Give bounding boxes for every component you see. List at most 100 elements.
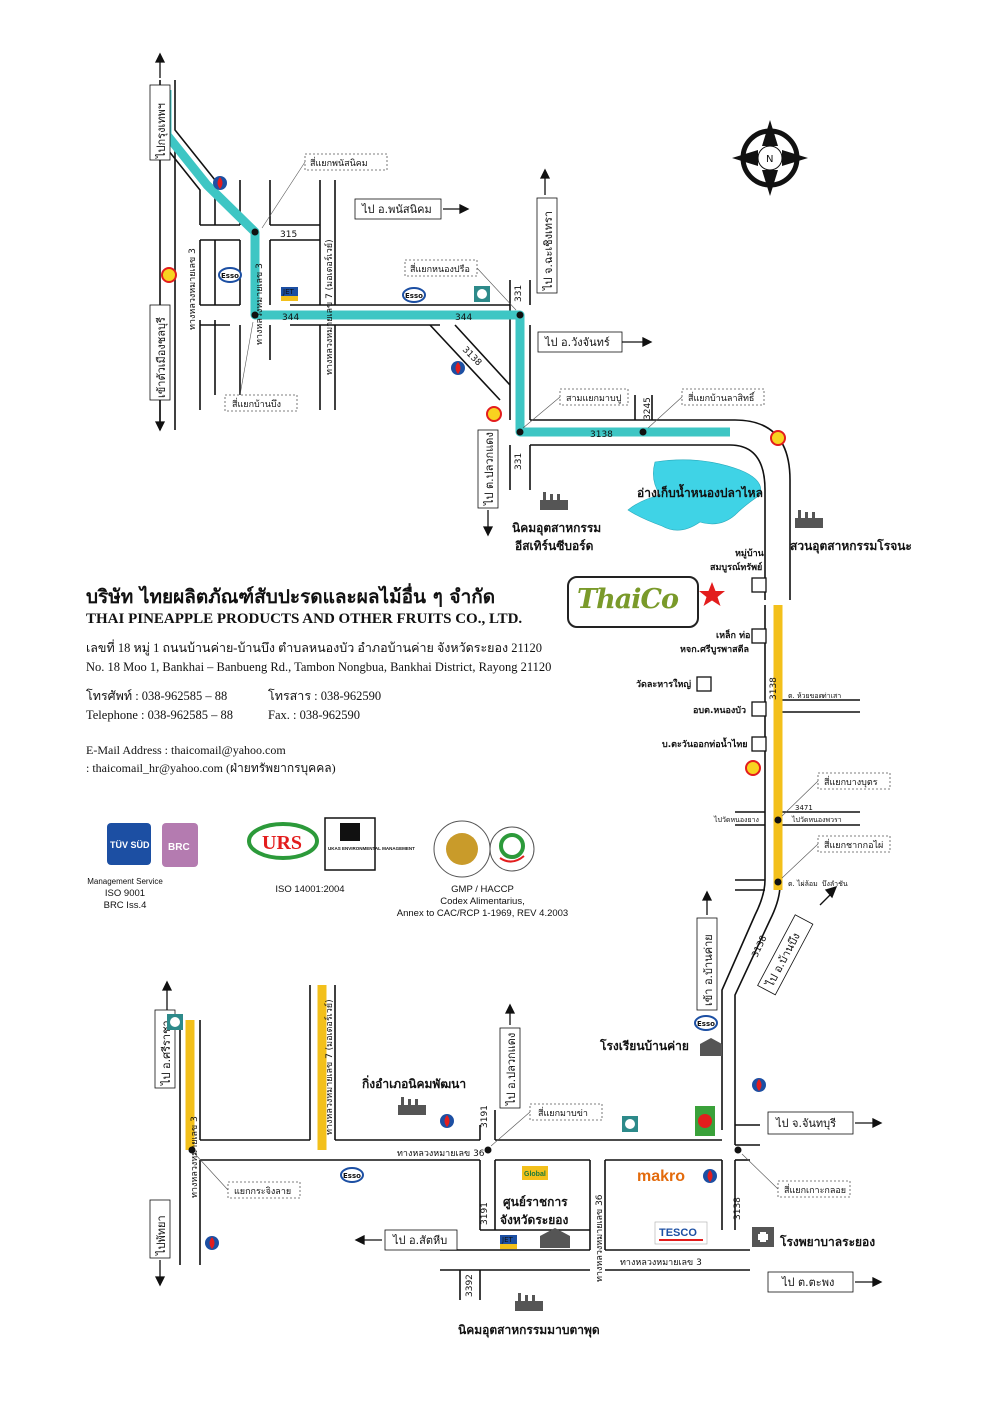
- junction-lasit: สี่แยกบ้านลาสิทธิ์: [688, 391, 756, 404]
- svg-text:JET: JET: [501, 1236, 513, 1244]
- contact-row-th: โทรศัพท์ : 038-962585 – 88 โทรสาร : 038-…: [86, 687, 646, 706]
- email-hr: : thaicomail_hr@yahoo.com (ฝ่ายทรัพยากรบ…: [86, 761, 336, 775]
- road-hw3-top: ทางหลวงหมายเลข 3: [188, 248, 198, 330]
- ptt-icon: [752, 1078, 766, 1092]
- landmark-govt-center-2: จังหวัดระยอง: [500, 1213, 568, 1227]
- dest-chanthaburi: ไป จ.จันทบุรี: [775, 1117, 836, 1130]
- landmark-reservoir: อ่างเก็บน้ำหนองปลาไหล: [637, 483, 763, 500]
- road-331-a: 331: [514, 285, 524, 302]
- hospital-icon: [752, 1227, 774, 1247]
- junction-bangbut: สี่แยกบางบุตร: [824, 775, 878, 788]
- road-3138-d: 3138: [751, 934, 770, 959]
- factory-icon: [398, 1097, 426, 1115]
- cert-caption-tuv: Management Service ISO 9001 BRC Iss.4: [80, 876, 170, 912]
- direction-arrows: [154, 52, 883, 1288]
- road-side-wat-nongyang: ไปวัดหนองยาง: [713, 815, 759, 824]
- ptt-icon: [440, 1114, 454, 1128]
- road-3392: 3392: [465, 1274, 475, 1297]
- dest-sattahip: ไป อ.สัตหีบ: [392, 1234, 447, 1247]
- junction-labels: สี่แยกพนัสนิคม สี่แยกหนองปรือ สี่แยกบ้าน…: [194, 153, 891, 1199]
- svg-text:URS: URS: [262, 832, 302, 854]
- landmark-obt: อบต.หนองบัว: [693, 705, 746, 716]
- esso-icon: Esso: [402, 287, 426, 303]
- company-logo-text: ThaiCo: [577, 584, 679, 615]
- road-344-b: 344: [455, 313, 472, 323]
- cert-tuv-name: Management Service: [87, 877, 163, 886]
- road-hw3-bottom: ทางหลวงหมายเลข 3: [190, 1116, 200, 1198]
- landmark-steel-2: หจก.ศรีบูรพาสตีล: [680, 644, 749, 655]
- company-name-en: THAI PINEAPPLE PRODUCTS AND OTHER FRUITS…: [86, 611, 523, 627]
- landmark-temple: วัดละหารใหญ่: [636, 678, 691, 690]
- global-logo: Global: [522, 1166, 548, 1180]
- junction-kakloi: สี่แยกเกาะกลอย: [784, 1183, 846, 1196]
- phone-th: โทรศัพท์ : 038-962585 – 88: [86, 689, 228, 703]
- factory-icon: [540, 492, 568, 510]
- svg-text:Global: Global: [524, 1171, 546, 1178]
- road-315: 315: [280, 230, 297, 240]
- junction-chakkhlai: สี่แยกชากกอไผ่: [824, 838, 883, 851]
- q-mark-seal: [489, 826, 535, 872]
- road-3471: 3471: [795, 804, 813, 812]
- landmark-squares: [696, 577, 767, 752]
- road-3191-b: 3191: [480, 1202, 490, 1225]
- road-hw7-bottom: ทางหลวงหมายเลข 7 (มอเตอร์เวย์): [323, 999, 335, 1135]
- company-logo: ThaiCo: [567, 576, 699, 628]
- landmark-eastern-seaboard-2: อีสเทิร์นซีบอร์ด: [515, 539, 594, 553]
- company-info: บริษัท ไทยผลิตภัณฑ์สับปะรดและผลไม้อื่น ๆ…: [86, 585, 646, 777]
- road-3138-b: 3138: [590, 430, 613, 440]
- address-en: No. 18 Moo 1, Bankhai – Banbueng Rd., Ta…: [86, 660, 552, 674]
- svg-text:Esso: Esso: [343, 1172, 361, 1180]
- esso-icon: Esso: [218, 267, 242, 283]
- fax-th: โทรสาร : 038-962590: [268, 689, 382, 703]
- bangchak-icon: [167, 1014, 183, 1030]
- gas-station-icons: Esso Esso Esso Esso JET JET: [161, 176, 786, 1250]
- road-3191-a: 3191: [480, 1105, 490, 1128]
- road-side-phailom: ต. ไผ่ล้อม: [788, 879, 818, 888]
- junction-mabkha: สี่แยกมาบข่า: [538, 1106, 588, 1119]
- ptt-icon: [451, 361, 465, 375]
- landmark-govt-center: ศูนย์ราชการ: [503, 1195, 568, 1210]
- reservoir-shape: [627, 459, 762, 531]
- svg-text:TESCO: TESCO: [659, 1227, 697, 1239]
- junction-phanat: สี่แยกพนัสนิคม: [310, 156, 368, 169]
- school-icon: [700, 1038, 722, 1056]
- road-hw36-b: ทางหลวงหมายเลข 36: [595, 1194, 605, 1282]
- svg-text:UKAS ENVIRONMENTAL MANAGEMENT: UKAS ENVIRONMENTAL MANAGEMENT: [328, 846, 415, 851]
- dest-bankhai-in: เข้า อ.บ้านค่าย: [702, 934, 715, 1006]
- dest-taphong: ไป ต.ตะพง: [781, 1276, 834, 1289]
- esso-icon: Esso: [340, 1167, 364, 1183]
- road-side-huaykhod: ต. ห้วยขอด: [788, 692, 823, 700]
- compass-label: N: [766, 154, 773, 165]
- cert-badges: TÜV SÜD BRC URS UKAS ENVIRONMENTAL MANAG…: [107, 817, 535, 878]
- bangchak-icon: [622, 1116, 638, 1132]
- cert-gmp-name: GMP / HACCP: [451, 884, 514, 895]
- junction-nongprue: สี่แยกหนองปรือ: [410, 262, 470, 275]
- shell-icon: [770, 430, 786, 446]
- route-teal: [162, 90, 730, 437]
- dest-sriracha: ไป อ.ศรีราชา: [160, 1020, 173, 1086]
- north-compass: N: [732, 120, 808, 196]
- brc-badge: BRC: [162, 823, 198, 867]
- shell-icon: [745, 760, 761, 776]
- makro-logo: makro: [637, 1168, 685, 1185]
- svg-text:JET: JET: [282, 288, 294, 296]
- factory-icon: [515, 1293, 543, 1311]
- landmark-steel: เหล็ก ท่อ: [716, 628, 750, 641]
- landmark-school: โรงเรียนบ้านค่าย: [599, 1038, 689, 1053]
- dest-wangchan: ไป อ.วังจันทร์: [544, 336, 610, 349]
- fax-en: Fax. : 038-962590: [268, 708, 361, 722]
- svg-text:Esso: Esso: [697, 1020, 715, 1028]
- dest-pattaya: ไปพัทยา: [155, 1215, 168, 1256]
- road-331-b: 331: [514, 453, 524, 470]
- cert-caption-urs: ISO 14001:2004: [255, 884, 365, 896]
- factory-icons: [398, 492, 823, 1311]
- cert-urs-name: ISO 14001:2004: [275, 884, 345, 895]
- road-3138-c: 3138: [769, 677, 779, 700]
- road-side-wat-nongphawa: ไปวัดหนองพวรา: [791, 815, 842, 824]
- ptt-icon: [213, 176, 227, 190]
- road-side-bueng: บึงลำชัน: [822, 879, 848, 888]
- dest-chonburi: เข้าตัวเมืองชลบุรี: [155, 317, 168, 398]
- ptt-icon: [703, 1169, 717, 1183]
- junction-banbueng: สี่แยกบ้านบึง: [232, 397, 281, 410]
- tesco-logo: TESCO: [654, 1221, 708, 1245]
